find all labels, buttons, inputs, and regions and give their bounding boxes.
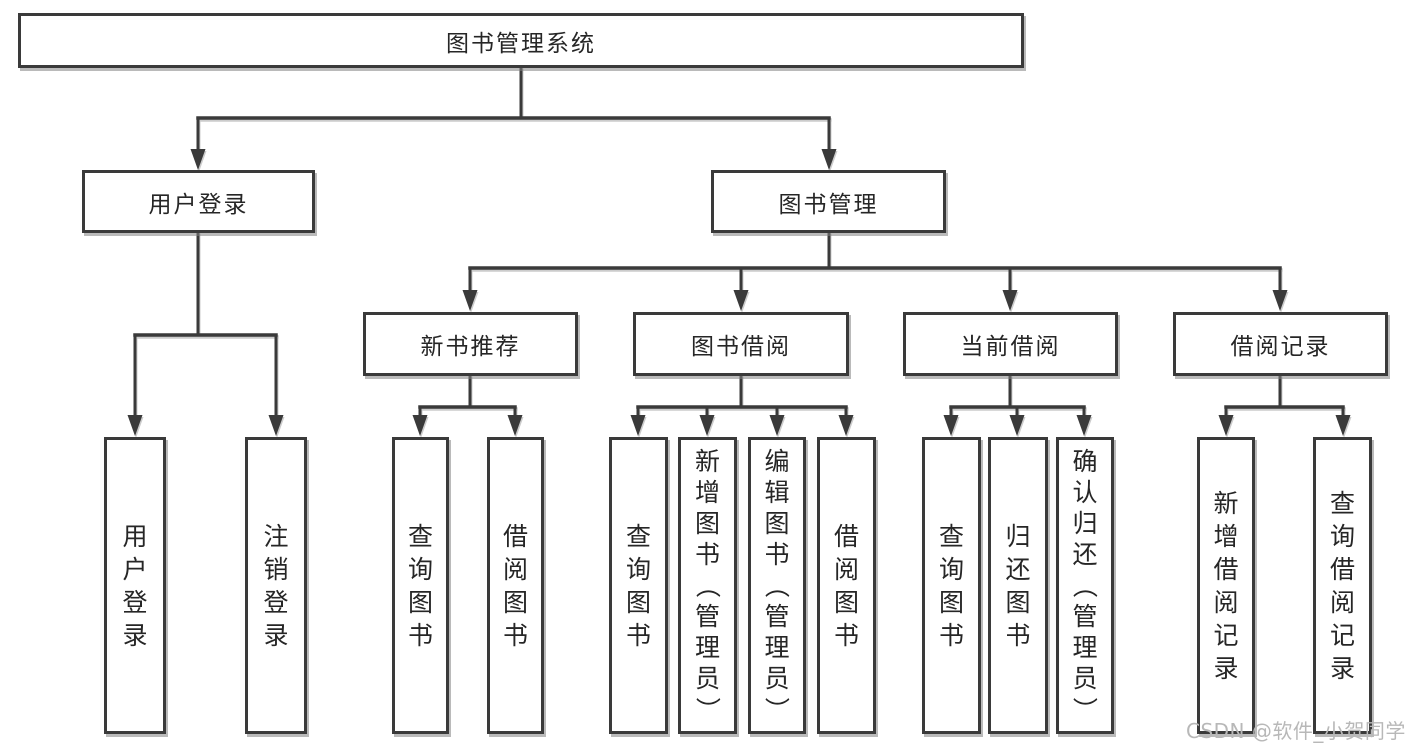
node-user-login-leaf: 用户登录 xyxy=(104,437,166,734)
node-search-books-recommend: 查询图书 xyxy=(392,437,449,734)
node-search-books-borrowing: 查询图书 xyxy=(609,437,668,734)
node-borrow-books-recommend: 借阅图书 xyxy=(487,437,544,734)
node-book-management-branch: 图书管理 xyxy=(711,170,946,233)
csdn-watermark: CSDN @软件_小贺同学 xyxy=(1186,719,1405,743)
node-book-borrowing: 图书借阅 xyxy=(633,312,849,376)
node-return-books: 归还图书 xyxy=(988,437,1048,734)
node-borrow-books-leaf: 借阅图书 xyxy=(817,437,876,734)
node-user-login-branch: 用户登录 xyxy=(82,170,315,233)
node-confirm-return-admin: 确认归还（管理员） xyxy=(1056,437,1114,734)
node-library-management-system: 图书管理系统 xyxy=(18,13,1024,68)
node-new-book-recommendation: 新书推荐 xyxy=(363,312,578,376)
node-logout-leaf: 注销登录 xyxy=(245,437,307,734)
node-edit-books-admin: 编辑图书（管理员） xyxy=(748,437,806,734)
node-current-borrowing: 当前借阅 xyxy=(903,312,1118,376)
node-add-books-admin: 新增图书（管理员） xyxy=(678,437,737,734)
node-search-borrow-record: 查询借阅记录 xyxy=(1313,437,1372,734)
node-search-books-current: 查询图书 xyxy=(922,437,981,734)
node-borrowing-records: 借阅记录 xyxy=(1173,312,1388,376)
node-add-borrow-record: 新增借阅记录 xyxy=(1197,437,1255,734)
